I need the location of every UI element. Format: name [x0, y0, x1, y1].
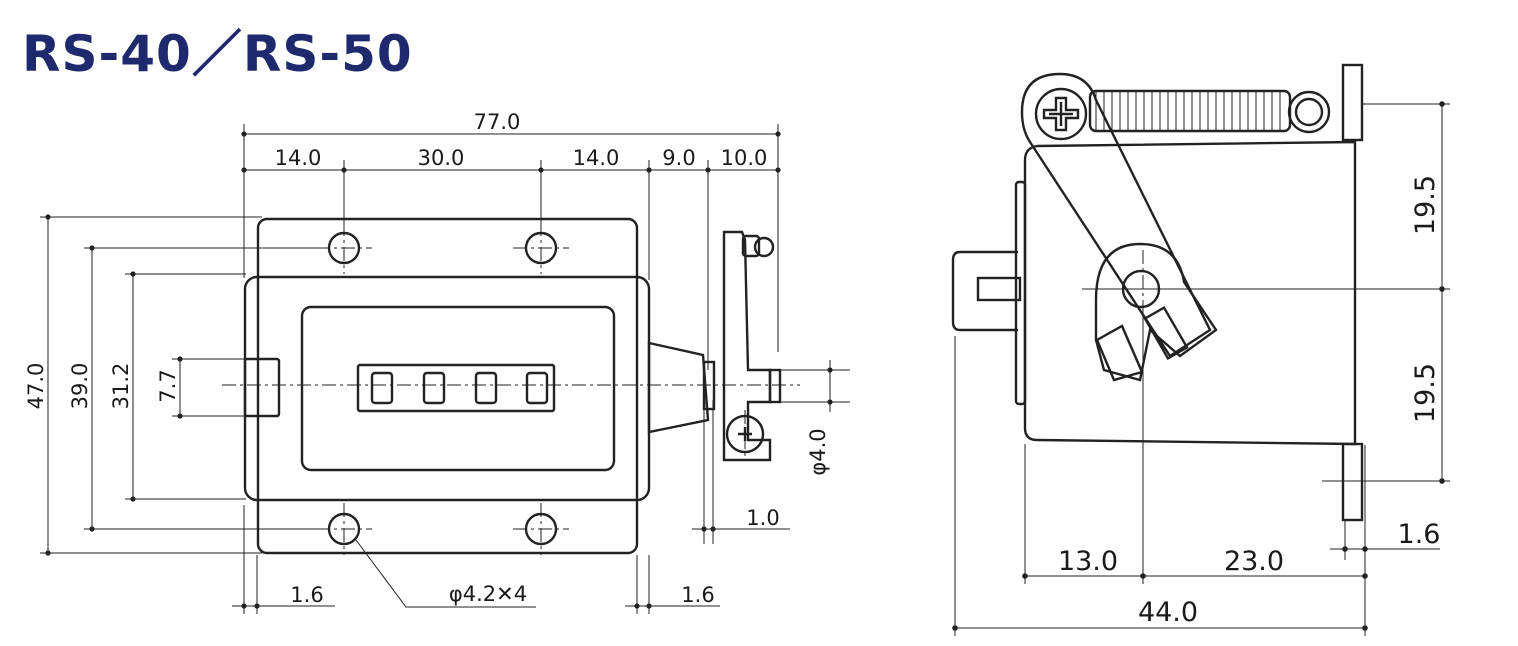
mounting-plate: [256, 217, 639, 555]
side-dimension-lines: [954, 103, 1450, 636]
mount-holes: [327, 231, 558, 546]
dim-overall-width: 77.0: [474, 110, 521, 134]
dim-plate-thickness: 1.6: [1398, 519, 1441, 550]
dim-upper-height: 19.5: [1410, 175, 1441, 235]
side-dimension-dots: [952, 101, 1445, 631]
dim-lower-height: 19.5: [1410, 363, 1441, 423]
front-dimension-dots: [45, 131, 833, 609]
lever-arm: [1020, 72, 1218, 382]
dim-h-overall: 47.0: [24, 363, 48, 410]
dim-w4: 9.0: [662, 146, 695, 170]
dim-shaft-diameter: φ4.0: [806, 428, 830, 475]
dim-w5: 10.0: [721, 146, 768, 170]
return-spring: [1088, 89, 1331, 134]
dim-w2: 30.0: [418, 146, 465, 170]
side-view: 19.5 19.5 1.6 13.0 23.0 44.0: [951, 63, 1450, 636]
dim-shaft-gap: 1.0: [746, 506, 779, 530]
drive-lever-front: [647, 230, 782, 462]
dim-mount-holes: φ4.2✕4: [449, 582, 527, 606]
dim-plate-left: 1.6: [290, 583, 323, 607]
front-centerlines: [222, 222, 800, 555]
front-view: 0 77.0 14.0 30.0 14.0 9.0 10.0 47.0 39.0…: [24, 110, 850, 614]
digit-wheels: [370, 371, 549, 405]
dim-h-window: 7.7: [156, 369, 180, 402]
counter-housing: [243, 275, 651, 502]
dim-w1: 14.0: [275, 146, 322, 170]
front-dimension-lines: [40, 124, 850, 614]
dim-offset-b: 23.0: [1224, 546, 1284, 577]
dim-plate-right: 1.6: [681, 583, 714, 607]
side-body: [951, 63, 1364, 522]
dim-h-holes: 39.0: [68, 363, 92, 410]
dim-w3: 14.0: [573, 146, 620, 170]
dim-h-body: 31.2: [109, 363, 133, 410]
dim-overall-depth: 44.0: [1138, 597, 1198, 628]
page-title: RS-40／RS-50: [22, 25, 413, 83]
dim-offset-a: 13.0: [1058, 546, 1118, 577]
